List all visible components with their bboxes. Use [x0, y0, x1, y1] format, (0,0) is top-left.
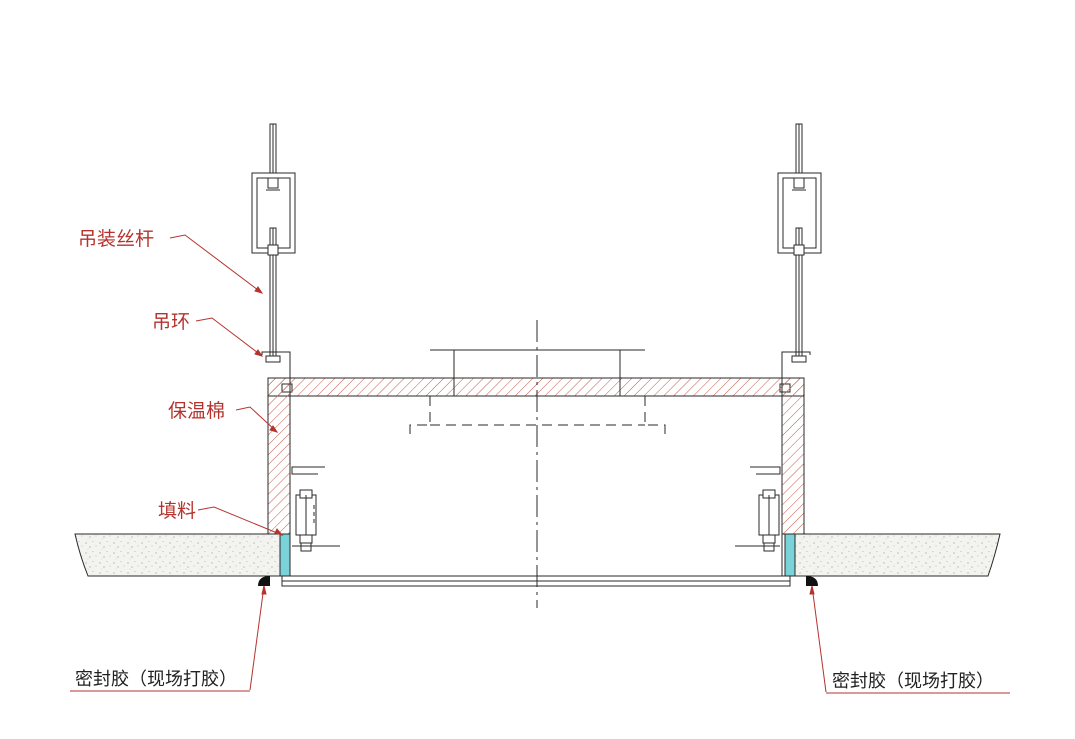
ceiling-slab-right	[794, 533, 1001, 577]
mounting-clip-left	[291, 466, 340, 552]
label-insulation: 保温棉	[168, 400, 225, 422]
hanger-assembly-right	[777, 123, 822, 393]
ceiling-slab-left	[74, 533, 281, 577]
mounting-clip-right	[735, 466, 781, 552]
label-hanger-ring: 吊环	[152, 311, 190, 333]
leader-lines	[70, 234, 1010, 694]
hanger-assembly-left	[251, 123, 296, 393]
label-hanger-rod: 吊装丝杆	[78, 228, 154, 250]
sealant-bead	[258, 576, 818, 586]
insulation-layer	[267, 377, 805, 535]
diffuser-box	[281, 396, 791, 587]
hidden-lines	[409, 396, 666, 435]
label-sealant-right: 密封胶（现场打胶）	[832, 671, 994, 692]
filler-strip	[279, 533, 796, 577]
label-sealant-left: 密封胶（现场打胶）	[75, 669, 237, 690]
label-filler: 填料	[158, 500, 196, 522]
